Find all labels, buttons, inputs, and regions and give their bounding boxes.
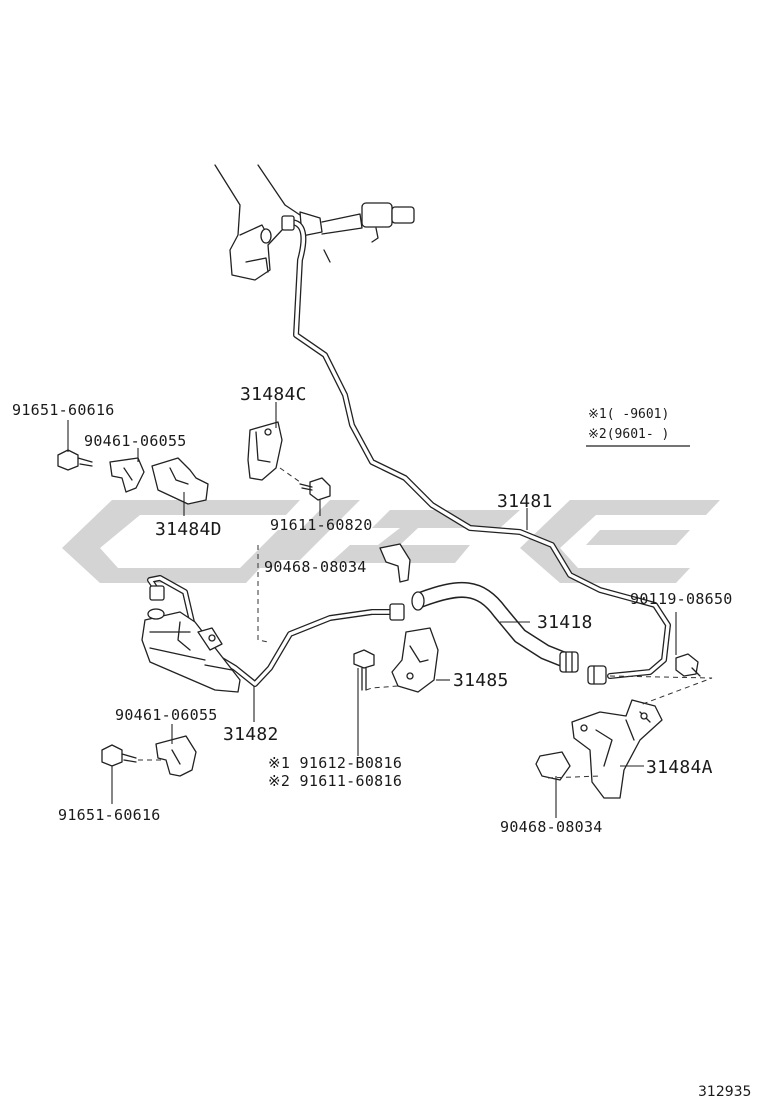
label-31481: 31481 — [497, 491, 553, 512]
leader-lines — [67, 402, 677, 818]
note-line-2: ※2(9601- ) — [588, 427, 669, 442]
label-90461-bottom: 90461-06055 — [115, 706, 218, 724]
label-31485: 31485 — [453, 670, 509, 691]
pipe-31481 — [281, 215, 671, 679]
label-91651-top: 91651-60616 — [12, 401, 115, 419]
bolt-91612-B0816 — [353, 649, 375, 691]
bracket-31484D — [151, 457, 209, 505]
bracket-31484C — [247, 421, 283, 481]
label-90468-bottom: 90468-08034 — [500, 818, 603, 836]
note-line-1: ※1( -9601) — [588, 407, 669, 422]
label-31484A: 31484A — [646, 757, 713, 778]
bolt-91611-60820 — [299, 477, 331, 501]
clamp-90461-bottom — [155, 735, 197, 777]
label-31418: 31418 — [537, 612, 593, 633]
bracket-31485 — [391, 627, 439, 693]
master-cylinder-assembly — [214, 164, 415, 281]
clip-90468-mid — [379, 543, 411, 583]
pipe-31482 — [147, 575, 405, 687]
assembly-dash-lines — [138, 467, 713, 779]
label-91611-60820: 91611-60820 — [270, 516, 373, 534]
bolt-91651-bottom — [101, 744, 137, 767]
clamp-90461-top — [109, 457, 145, 493]
label-90468-mid: 90468-08034 — [264, 558, 367, 576]
applicability-note: ※1( -9601) ※2(9601- ) — [586, 407, 690, 447]
bracket-31484A — [571, 699, 663, 799]
hose-31418 — [411, 581, 607, 685]
diagram-id: 312935 — [698, 1084, 751, 1100]
release-cylinder — [141, 608, 241, 693]
label-90119-08650: 90119-08650 — [630, 590, 733, 608]
label-91651-bottom: 91651-60616 — [58, 806, 161, 824]
bolt-90119-08650 — [675, 653, 701, 677]
part-labels: 31484C 31481 91651-60616 90461-06055 314… — [12, 384, 733, 836]
label-31484D: 31484D — [155, 519, 222, 540]
bolt-91651-top — [57, 449, 93, 471]
label-31484C: 31484C — [240, 384, 307, 405]
clip-90468-bottom — [535, 751, 571, 781]
label-91612-B0816: ※1 91612-B0816 — [268, 754, 402, 772]
label-31482: 31482 — [223, 724, 279, 745]
label-91611-60816: ※2 91611-60816 — [268, 772, 402, 790]
watermark-logo — [62, 500, 720, 583]
label-90461-top: 90461-06055 — [84, 432, 187, 450]
